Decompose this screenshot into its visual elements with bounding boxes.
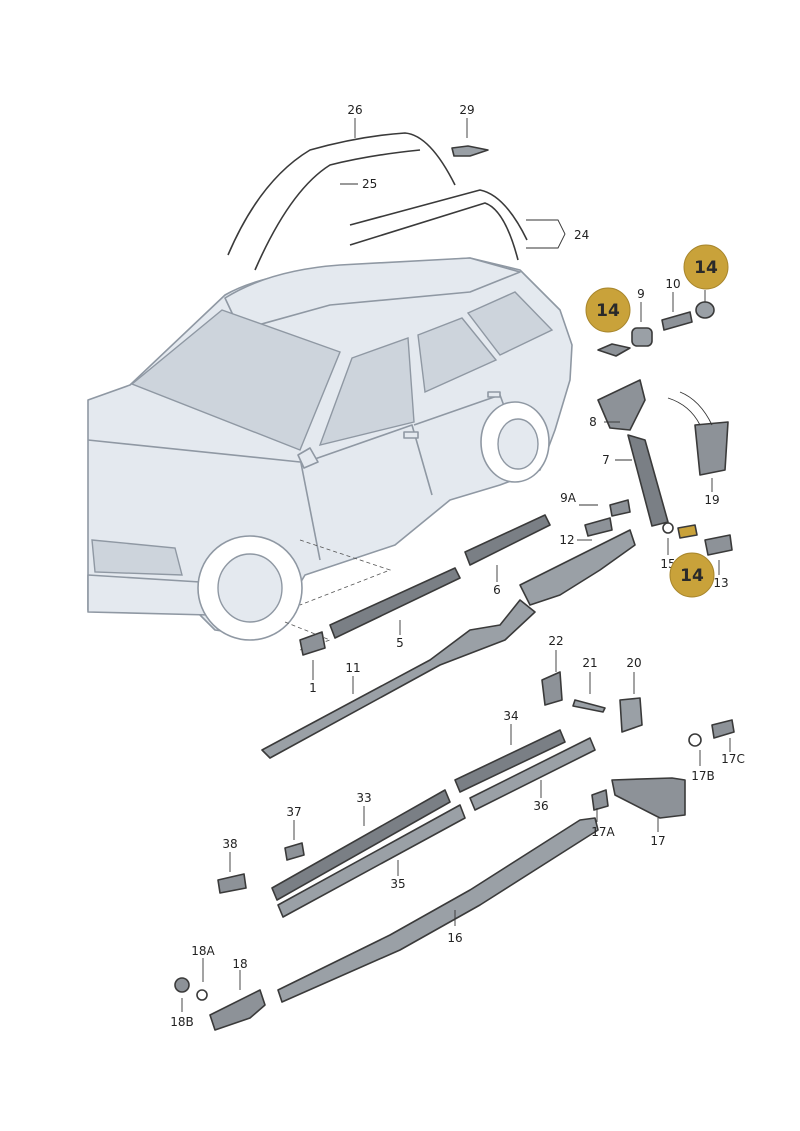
label-33: 33 — [356, 791, 371, 805]
roof-moldings — [227, 132, 528, 271]
part-15-washer — [662, 522, 674, 534]
part-labels: 26 29 25 24 9 10 8 7 19 9A 12 15 13 6 5 … — [170, 103, 745, 1029]
callout-14-text: 14 — [596, 301, 620, 321]
part-10-bolt — [661, 311, 693, 331]
part-18-bracket — [209, 989, 266, 1031]
part-24-upper-strip — [349, 189, 528, 241]
parts-17 — [591, 719, 735, 819]
part-36-strip — [469, 737, 596, 811]
label-17a: 17A — [591, 825, 615, 839]
part-24-lower-strip — [349, 202, 519, 261]
part-9a-screw — [609, 499, 631, 517]
label-29: 29 — [459, 103, 474, 117]
callouts: 14 14 14 — [585, 244, 729, 598]
pillar-parts — [584, 379, 733, 556]
label-17b: 17B — [691, 769, 715, 783]
part-19-module — [694, 421, 729, 476]
part-35-strip — [277, 804, 466, 918]
part-26-roof-strip — [227, 132, 456, 256]
label-35: 35 — [390, 877, 405, 891]
part-6-trim — [464, 514, 551, 566]
part-8-bracket — [597, 379, 646, 431]
label-22: 22 — [548, 634, 563, 648]
part-17c-screw — [711, 719, 735, 739]
part-sill-bracket — [519, 529, 636, 606]
leader-lines — [181, 118, 731, 1012]
label-21: 21 — [582, 656, 597, 670]
label-37: 37 — [286, 805, 301, 819]
label-6: 6 — [493, 583, 501, 597]
part-20-cap — [619, 697, 643, 733]
label-1: 1 — [309, 681, 317, 695]
lower-sills — [174, 729, 599, 1031]
label-18a: 18A — [191, 944, 215, 958]
label-36: 36 — [533, 799, 548, 813]
label-9a: 9A — [560, 491, 577, 505]
part-13-bracket — [704, 534, 733, 556]
part-34-strip — [454, 729, 566, 793]
part-9-bushing — [631, 327, 653, 347]
label-18: 18 — [232, 957, 247, 971]
part-5-trim — [329, 567, 461, 639]
part-16-sill-panel — [277, 817, 599, 1003]
part-33-strip — [271, 789, 451, 901]
label-12: 12 — [559, 533, 574, 547]
part-29-clip — [451, 145, 489, 157]
callout-14-lower: 14 — [669, 552, 715, 598]
part-11-sill — [261, 599, 536, 759]
callout-14-upper-right: 14 — [683, 244, 729, 290]
parts-20-22 — [541, 671, 643, 733]
label-17c: 17C — [721, 752, 745, 766]
label-7: 7 — [602, 453, 610, 467]
part-12-screw — [584, 517, 613, 537]
part-14-nut — [695, 301, 715, 319]
part-1-cap — [299, 631, 326, 656]
label-16: 16 — [447, 931, 462, 945]
label-17: 17 — [650, 834, 665, 848]
callout-14-text: 14 — [694, 258, 718, 278]
label-11: 11 — [345, 661, 360, 675]
car-illustration — [87, 257, 573, 641]
part-7-pillar-trim — [627, 434, 669, 527]
part-17b-washer — [688, 733, 702, 747]
callout-14-text: 14 — [680, 566, 704, 586]
part-18a-washer — [196, 989, 208, 1001]
part-19-wire — [667, 391, 713, 426]
label-26: 26 — [347, 103, 362, 117]
label-10: 10 — [665, 277, 680, 291]
part-17-bracket — [611, 777, 686, 819]
label-8: 8 — [589, 415, 597, 429]
part-37-clip — [284, 842, 305, 861]
part-fasteners-upper — [597, 301, 715, 357]
label-24: 24 — [574, 228, 589, 242]
label-19: 19 — [704, 493, 719, 507]
label-13: 13 — [713, 576, 728, 590]
label-25: 25 — [362, 177, 377, 191]
part-21-pin — [572, 699, 606, 713]
label-18b: 18B — [170, 1015, 194, 1029]
part-38-screw — [217, 873, 247, 894]
part-14-screw-lower — [677, 524, 698, 539]
label-34: 34 — [503, 709, 518, 723]
part-17a-screw — [591, 789, 609, 811]
reference-lines — [284, 539, 392, 651]
callout-14-upper-left: 14 — [585, 287, 631, 333]
label-9: 9 — [637, 287, 645, 301]
label-20: 20 — [626, 656, 641, 670]
part-25-roof-strip — [254, 149, 421, 271]
label-5: 5 — [396, 636, 404, 650]
sill-trims — [261, 514, 636, 759]
part-18b-nut — [174, 977, 190, 993]
label-38: 38 — [222, 837, 237, 851]
screw-icon — [597, 343, 631, 357]
part-22-clip — [541, 671, 563, 706]
